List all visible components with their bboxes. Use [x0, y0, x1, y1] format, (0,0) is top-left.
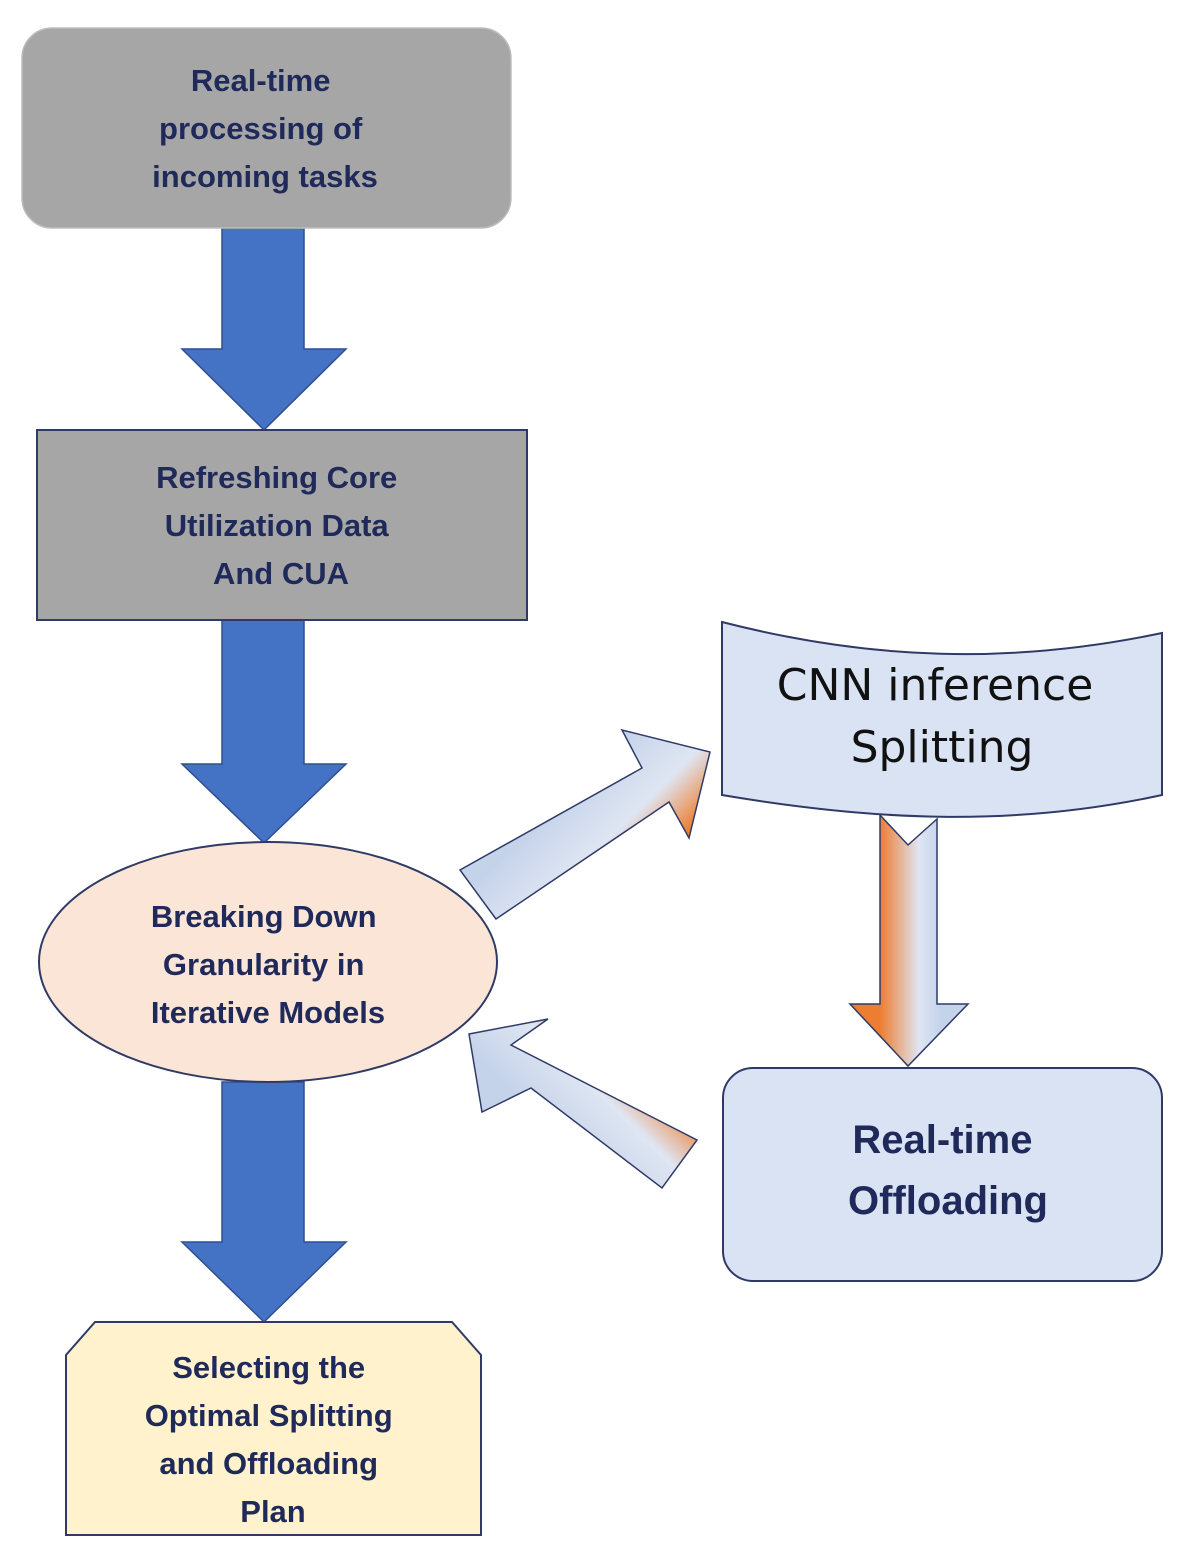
node-real-time-offloading: Real-time Offloading: [722, 1067, 1163, 1282]
svg-text:Real-time processing of: Real-time processing of incoming tasks: [152, 63, 378, 194]
node-incoming-tasks: Real-time processing of incoming tasks: [21, 27, 512, 229]
incoming-line-2: processing of: [159, 111, 363, 146]
breaking-line-3: Iterative Models: [151, 995, 385, 1030]
arrow-offloading-to-breaking: [468, 1018, 699, 1190]
svg-text:Real-time Offloading: Real-time Offloading: [848, 1118, 1048, 1223]
selecting-line-4: Plan: [240, 1494, 305, 1529]
cnn-line-2: Splitting: [851, 722, 1034, 773]
node-selecting-optimal-plan: Selecting the Optimal Splitting and Offl…: [65, 1321, 482, 1536]
selecting-line-1: Selecting the: [172, 1350, 365, 1385]
node-refresh-core-utilization: Refreshing Core Utilization Data And CUA: [36, 429, 528, 621]
offload-line-1: Real-time: [852, 1118, 1032, 1162]
incoming-line-3: incoming tasks: [152, 159, 378, 194]
svg-text:CNN inference Splitting: CNN inference Splitting: [777, 660, 1108, 773]
offload-line-2: Offloading: [848, 1179, 1048, 1223]
breaking-line-2: Granularity in: [163, 947, 365, 982]
arrow-incoming-to-refresh: [180, 227, 348, 432]
selecting-line-3: and Offloading: [159, 1446, 378, 1481]
arrow-breaking-to-selecting: [180, 1081, 348, 1324]
selecting-line-2: Optimal Splitting: [145, 1398, 393, 1433]
node-breaking-down-granularity: Breaking Down Granularity in Iterative M…: [38, 841, 498, 1083]
arrow-refresh-to-breaking: [180, 619, 348, 845]
refresh-line-2: Utilization Data: [165, 508, 390, 543]
svg-text:Selecting the Optimal Sp: Selecting the Optimal Splitting and Offl…: [145, 1350, 402, 1529]
breaking-line-1: Breaking Down: [151, 899, 377, 934]
incoming-line-1: Real-time: [191, 63, 331, 98]
svg-text:Refreshing Core Utilizat: Refreshing Core Utilization Data And CUA: [156, 460, 406, 591]
refresh-line-3: And CUA: [213, 556, 349, 591]
cnn-line-1: CNN inference: [777, 660, 1094, 711]
node-cnn-inference-splitting: CNN inference Splitting: [721, 620, 1163, 818]
arrow-breaking-to-cnn: [458, 728, 711, 921]
arrow-cnn-to-offloading: [848, 813, 970, 1068]
svg-text:Breaking Down Granularit: Breaking Down Granularity in Iterative M…: [151, 899, 385, 1030]
refresh-line-1: Refreshing Core: [156, 460, 397, 495]
